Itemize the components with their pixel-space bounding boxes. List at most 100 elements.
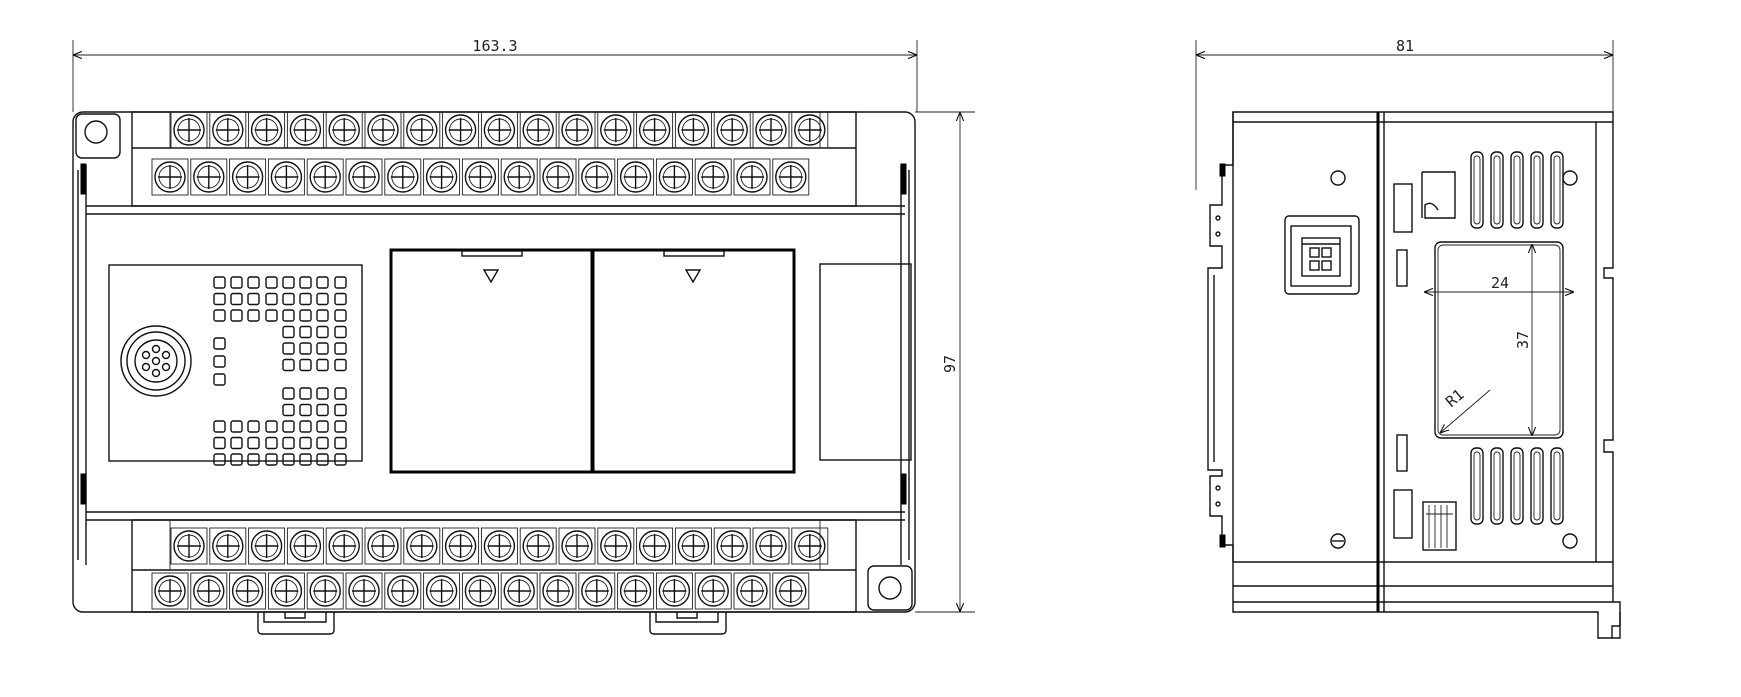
terminal-row-top-upper xyxy=(170,111,829,149)
terminal-screw-icon xyxy=(694,158,732,196)
led-indicator xyxy=(334,358,347,372)
led-indicator xyxy=(334,420,347,433)
corner-radius-label: R1 xyxy=(1442,385,1467,410)
led-indicator xyxy=(230,276,243,289)
terminal-screw-icon xyxy=(461,572,499,610)
terminal-screw-icon xyxy=(713,111,751,149)
front-height-label: 97 xyxy=(941,355,959,373)
terminal-screw-icon xyxy=(286,111,324,149)
led-indicator xyxy=(316,403,329,417)
led-indicator xyxy=(282,387,295,400)
led-indicator xyxy=(299,420,312,433)
terminal-screw-icon xyxy=(384,158,422,196)
terminal-screw-icon xyxy=(248,527,286,565)
led-indicator xyxy=(265,309,278,322)
grip-tab xyxy=(1422,501,1457,551)
terminal-screw-icon xyxy=(578,572,616,610)
terminal-screw-icon xyxy=(209,527,247,565)
terminal-screw-icon xyxy=(791,527,829,565)
terminal-row-top-lower xyxy=(151,158,810,196)
label-window: 24 37 R1 xyxy=(1424,241,1574,439)
terminal-screw-icon xyxy=(752,111,790,149)
vent-slot xyxy=(1530,447,1544,525)
led-indicator xyxy=(247,436,260,450)
terminal-screw-icon xyxy=(403,527,441,565)
led-indicator xyxy=(299,453,312,466)
led-indicator xyxy=(265,436,278,450)
led-indicator xyxy=(213,436,226,450)
side-width-dimension: 81 xyxy=(1195,37,1614,190)
led-indicator xyxy=(213,309,226,322)
led-indicator xyxy=(213,355,226,368)
terminal-screw-icon xyxy=(539,572,577,610)
side-screw-right-bottom xyxy=(1562,533,1578,549)
led-indicator xyxy=(316,358,329,372)
side-screw-bottom xyxy=(1330,533,1346,549)
terminal-screw-icon xyxy=(558,527,596,565)
din-clip-right xyxy=(649,612,727,635)
terminal-screw-icon xyxy=(636,111,674,149)
terminal-screw-icon xyxy=(151,572,189,610)
terminal-screw-icon xyxy=(345,158,383,196)
led-indicator xyxy=(265,453,278,466)
side-width-label: 81 xyxy=(1396,37,1414,55)
terminal-screw-icon xyxy=(674,111,712,149)
terminal-screw-icon xyxy=(248,111,286,149)
terminal-screw-icon xyxy=(423,158,461,196)
terminal-screw-icon xyxy=(306,158,344,196)
side-screw-top xyxy=(1330,170,1346,186)
latch-top-small xyxy=(1396,249,1408,287)
vent-slots-top xyxy=(1470,151,1564,229)
led-indicator xyxy=(282,436,295,450)
side-left-profile xyxy=(1207,112,1234,562)
led-indicator xyxy=(230,436,243,450)
led-indicator xyxy=(299,436,312,450)
led-indicator xyxy=(282,453,295,466)
side-screw-right-top xyxy=(1562,170,1578,186)
terminal-screw-icon xyxy=(617,158,655,196)
led-indicator xyxy=(265,420,278,433)
side-view: 81 xyxy=(1195,37,1621,639)
led-indicator xyxy=(299,276,312,289)
terminal-screw-icon xyxy=(151,158,189,196)
led-indicator xyxy=(316,436,329,450)
mounting-hole-top-left xyxy=(75,113,121,159)
terminal-screw-icon xyxy=(772,572,810,610)
vent-slot xyxy=(1490,151,1504,229)
led-indicator xyxy=(334,325,347,339)
led-indicator xyxy=(265,292,278,306)
terminal-screw-icon xyxy=(267,158,305,196)
led-indicator xyxy=(316,342,329,355)
led-indicator xyxy=(282,292,295,306)
label-tab xyxy=(1421,171,1456,219)
led-indicator xyxy=(334,403,347,417)
terminal-screw-icon xyxy=(442,527,480,565)
led-indicator xyxy=(334,342,347,355)
bottom-terminal-block xyxy=(86,511,905,613)
led-indicator xyxy=(230,292,243,306)
terminal-screw-icon xyxy=(364,527,402,565)
window-width-label: 24 xyxy=(1491,274,1509,292)
led-indicator xyxy=(282,420,295,433)
led-indicator xyxy=(316,325,329,339)
terminal-screw-icon xyxy=(345,572,383,610)
front-side-rails xyxy=(77,163,910,565)
terminal-screw-icon xyxy=(442,111,480,149)
terminal-screw-icon xyxy=(461,158,499,196)
terminal-screw-icon xyxy=(229,572,267,610)
led-indicator xyxy=(299,309,312,322)
led-indicator xyxy=(299,358,312,372)
led-indicator xyxy=(316,420,329,433)
terminal-screw-icon xyxy=(655,572,693,610)
terminal-screw-icon xyxy=(190,572,228,610)
vent-slot xyxy=(1550,447,1564,525)
terminal-row-bottom-upper xyxy=(170,527,829,565)
led-indicator xyxy=(213,453,226,466)
latch-top xyxy=(1393,183,1413,233)
led-indicator xyxy=(299,292,312,306)
led-indicator xyxy=(230,309,243,322)
led-indicator xyxy=(247,292,260,306)
led-indicator xyxy=(247,420,260,433)
led-indicator xyxy=(316,292,329,306)
front-height-dimension: 97 xyxy=(915,111,975,613)
